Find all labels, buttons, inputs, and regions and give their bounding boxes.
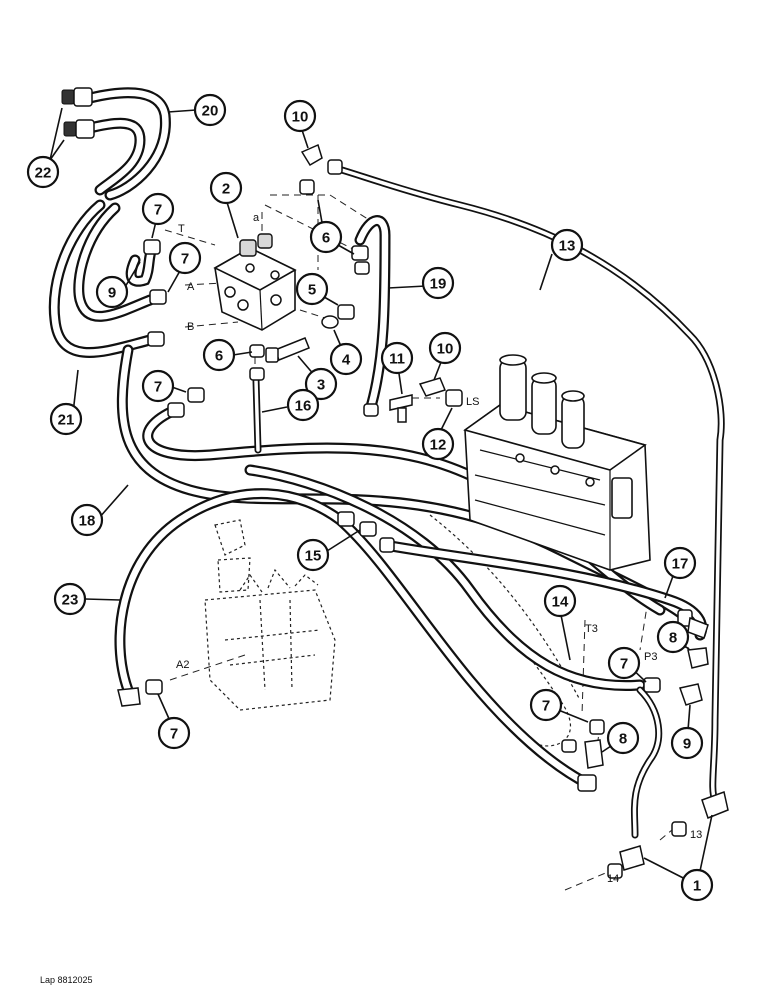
callout-2-label: 2 [222,181,230,198]
tube-16 [252,376,262,454]
callout-16: 16 [286,388,320,422]
hose-9 [125,242,158,287]
callout-6-upper: 6 [309,220,343,254]
callout-15-label: 15 [305,548,322,565]
callout-2: 2 [209,171,243,205]
callout-13-label: 13 [559,238,576,255]
callout-17: 17 [663,546,697,580]
port-label-a2: A2 [176,659,189,671]
callout-13: 13 [550,228,584,262]
callout-7-top: 7 [141,192,175,226]
callout-6-upper-label: 6 [322,230,330,247]
callout-14-label: 14 [552,594,569,611]
callout-22: 22 [26,155,60,189]
tube-1 [630,686,663,839]
drawing-reference: Lap 8812025 [40,975,93,985]
callout-8-lower-label: 8 [619,731,627,748]
hose-14 [244,464,646,692]
callout-7-bottom-left: 7 [157,716,191,750]
callout-7-p3-label: 7 [620,656,628,673]
hose-19 [354,215,391,416]
callout-9-lower-label: 9 [683,736,691,753]
callout-4-label: 4 [342,352,351,369]
hose-21 [48,199,156,358]
callout-7-bottom-right-label: 7 [542,698,550,715]
callout-11: 11 [380,341,414,375]
port-label-a-upper: A [187,281,195,293]
callout-9-upper: 9 [95,275,129,309]
callout-23-label: 23 [62,592,79,609]
port-label-ls-valve: LS [466,396,479,408]
callout-7-top-label: 7 [154,202,162,219]
callout-6-lower: 6 [202,338,236,372]
callout-16-label: 16 [295,398,312,415]
callout-5: 5 [295,272,329,306]
callout-21: 21 [49,402,83,436]
main-control-valve [463,354,651,571]
callout-10-top: 10 [283,99,317,133]
port-labels: a T A B LS LS T3 P3 A2 13 14 [176,212,702,885]
callout-19-label: 19 [430,276,447,293]
port-label-b: B [187,321,194,333]
callout-8-upper: 8 [656,620,690,654]
callout-7-left-label: 7 [154,379,162,396]
callout-22-label: 22 [35,165,52,182]
callout-23: 23 [53,582,87,616]
callout-14: 14 [543,584,577,618]
callout-17-label: 17 [672,556,689,573]
callout-9-upper-label: 9 [108,285,116,302]
callout-11-label: 11 [389,351,405,368]
callout-18: 18 [70,503,104,537]
callout-9-lower: 9 [670,726,704,760]
callout-7-middle-label: 7 [181,251,189,268]
callout-20-label: 20 [202,103,219,120]
tube-13 [331,164,725,804]
port-label-t3: T3 [585,623,598,635]
callout-7-p3: 7 [607,646,641,680]
callout-8-lower: 8 [606,721,640,755]
callout-10-top-label: 10 [292,109,309,126]
callout-19: 19 [421,266,455,300]
callout-7-bottom-right: 7 [529,688,563,722]
callout-12: 12 [421,427,455,461]
callout-12-label: 12 [430,437,447,454]
callout-7-bottom-left-label: 7 [170,726,178,743]
callout-5-label: 5 [308,282,316,299]
port-label-13: 13 [690,829,702,841]
callout-6-lower-label: 6 [215,348,223,365]
callout-15: 15 [296,538,330,572]
callout-7-middle: 7 [168,241,202,275]
callout-3-label: 3 [317,377,325,394]
callout-18-label: 18 [79,513,96,530]
callout-7-left: 7 [141,369,175,403]
fittings [61,87,729,891]
callout-1: 1 [680,868,714,902]
hose-20 [84,87,171,201]
callout-20: 20 [193,93,227,127]
callout-10-mid-label: 10 [437,341,454,358]
hose-17 [379,539,708,641]
callout-1-label: 1 [693,878,701,895]
port-label-14: 14 [607,873,619,885]
port-label-a: a [253,212,260,224]
port-label-p3: P3 [644,651,657,663]
pilot-valve-block [213,233,297,331]
callout-8-upper-label: 8 [669,630,677,647]
callout-21-label: 21 [58,412,75,429]
callout-4: 4 [329,342,363,376]
callout-10-mid: 10 [428,331,462,365]
callout-3: 3 [304,367,338,401]
port-label-t: T [178,223,185,235]
